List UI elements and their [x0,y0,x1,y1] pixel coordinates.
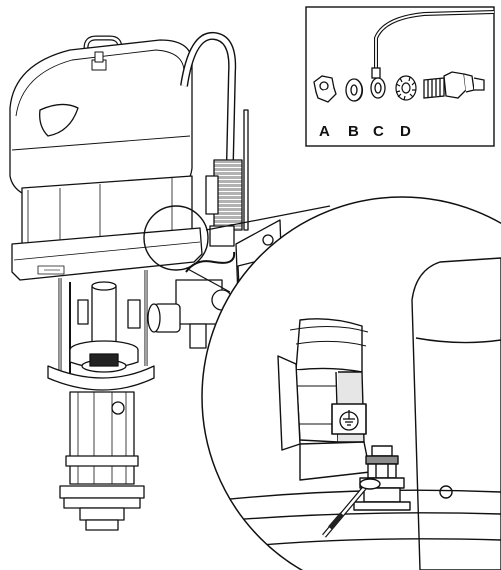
flat-washer-icon [345,78,364,102]
hex-nut-icon [313,75,337,103]
parts-inset: A B C D [305,6,495,147]
detail-callout-circle [143,205,209,271]
protective-earth-ground-icon [339,410,359,431]
air-filter [213,159,243,231]
ground-detail-view [201,196,501,570]
part-label-a: A [319,123,330,140]
lower-clamp [47,365,155,391]
star-lock-washer-icon [395,75,417,101]
callout-leader-upper [205,205,331,231]
displacement-rod [91,285,117,347]
pump-cylinder [69,391,135,485]
ground-stud-icon [423,71,485,99]
part-label-b: B [348,123,359,140]
part-label-c: C [373,123,384,140]
ring-terminal-icon [370,67,386,99]
cover-port [39,103,79,137]
ground-stud [371,445,393,457]
part-label-d: D [400,123,411,140]
callout-leader-lower [185,267,231,293]
